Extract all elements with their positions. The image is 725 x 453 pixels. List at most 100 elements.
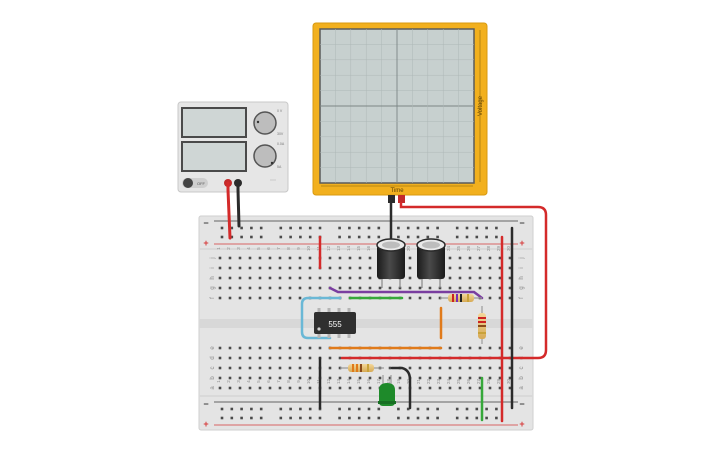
rail-hole[interactable] (367, 416, 371, 420)
rail-hole[interactable] (299, 235, 302, 239)
breadboard-hole[interactable] (338, 376, 342, 380)
breadboard-hole[interactable] (288, 366, 292, 370)
scope-probe-positive[interactable] (398, 195, 405, 203)
led-icon[interactable] (378, 375, 396, 406)
breadboard-hole[interactable] (338, 256, 342, 260)
breadboard-hole[interactable] (328, 266, 332, 270)
breadboard-hole[interactable] (478, 256, 482, 260)
breadboard-hole[interactable] (258, 356, 262, 360)
breadboard-hole[interactable] (338, 356, 342, 360)
rail-hole[interactable] (455, 235, 459, 239)
breadboard-hole[interactable] (308, 366, 312, 370)
rail-hole[interactable] (475, 235, 479, 239)
breadboard-hole[interactable] (418, 296, 422, 300)
breadboard-hole[interactable] (358, 376, 362, 380)
breadboard-hole[interactable] (218, 266, 222, 270)
rail-hole[interactable] (495, 407, 498, 411)
breadboard-hole[interactable] (218, 296, 222, 300)
breadboard-hole[interactable] (468, 286, 472, 290)
rail-hole[interactable] (416, 235, 420, 239)
breadboard-hole[interactable] (498, 376, 502, 380)
breadboard-hole[interactable] (368, 376, 372, 380)
breadboard-hole[interactable] (238, 266, 242, 270)
breadboard-hole[interactable] (378, 376, 382, 380)
breadboard-hole[interactable] (288, 386, 292, 390)
breadboard-hole[interactable] (318, 346, 322, 350)
breadboard-hole[interactable] (268, 266, 272, 270)
breadboard-hole[interactable] (448, 376, 452, 380)
breadboard-hole[interactable] (248, 356, 252, 360)
breadboard-hole[interactable] (248, 346, 252, 350)
breadboard-hole[interactable] (348, 376, 352, 380)
rail-hole[interactable] (259, 416, 263, 420)
rail-hole[interactable] (406, 235, 410, 239)
rail-hole[interactable] (348, 226, 351, 230)
rail-hole[interactable] (250, 226, 253, 230)
rail-hole[interactable] (240, 407, 243, 411)
rail-hole[interactable] (465, 235, 469, 239)
breadboard-hole[interactable] (418, 366, 422, 370)
breadboard-hole[interactable] (228, 356, 232, 360)
breadboard-hole[interactable] (458, 276, 462, 280)
breadboard-hole[interactable] (228, 386, 232, 390)
supply-positive-wire[interactable] (226, 181, 232, 240)
rail-hole[interactable] (475, 226, 479, 230)
breadboard-hole[interactable] (448, 266, 452, 270)
breadboard-hole[interactable] (218, 346, 222, 350)
breadboard-hole[interactable] (498, 276, 502, 280)
breadboard-hole[interactable] (398, 386, 402, 390)
power-switch-thumb[interactable] (183, 178, 193, 188)
power-supply[interactable]: 0 V 30V 0.0A 5A OFF (177, 101, 289, 193)
rail-hole[interactable] (338, 226, 341, 230)
breadboard-hole[interactable] (248, 266, 252, 270)
breadboard-hole[interactable] (258, 286, 262, 290)
supply-negative-wire[interactable] (236, 181, 241, 228)
current-knob-icon[interactable] (253, 144, 277, 168)
breadboard-hole[interactable] (508, 296, 512, 300)
breadboard-hole[interactable] (218, 286, 222, 290)
breadboard-hole[interactable] (508, 286, 512, 290)
rail-hole[interactable] (455, 407, 459, 411)
breadboard-hole[interactable] (238, 386, 242, 390)
breadboard-hole[interactable] (408, 296, 412, 300)
breadboard-hole[interactable] (288, 346, 292, 350)
breadboard-hole[interactable] (448, 256, 452, 260)
breadboard-hole[interactable] (288, 276, 292, 280)
rail-hole[interactable] (465, 226, 469, 230)
rail-hole[interactable] (299, 407, 302, 411)
trigger-threshold-wire[interactable] (300, 296, 342, 340)
rail-hole[interactable] (299, 416, 302, 420)
rail-hole[interactable] (279, 416, 283, 420)
breadboard-hole[interactable] (358, 286, 362, 290)
breadboard-hole[interactable] (408, 286, 412, 290)
breadboard-hole[interactable] (368, 256, 372, 260)
rail-hole[interactable] (250, 416, 253, 420)
breadboard-hole[interactable] (288, 286, 292, 290)
breadboard-hole[interactable] (328, 356, 332, 360)
breadboard-hole[interactable] (478, 376, 482, 380)
breadboard-hole[interactable] (278, 376, 282, 380)
rail-hole[interactable] (436, 416, 439, 420)
breadboard-hole[interactable] (478, 366, 482, 370)
rail-hole[interactable] (230, 407, 234, 411)
breadboard-hole[interactable] (238, 376, 242, 380)
breadboard-hole[interactable] (428, 386, 432, 390)
breadboard-hole[interactable] (368, 286, 372, 290)
breadboard-hole[interactable] (248, 376, 252, 380)
rail-hole[interactable] (495, 416, 498, 420)
breadboard-hole[interactable] (268, 356, 272, 360)
breadboard-hole[interactable] (308, 376, 312, 380)
wires[interactable] (226, 181, 548, 423)
rail-hole[interactable] (465, 407, 469, 411)
rail-hole[interactable] (308, 407, 312, 411)
breadboard-hole[interactable] (438, 386, 442, 390)
rail-hole[interactable] (426, 235, 430, 239)
breadboard-hole[interactable] (338, 286, 342, 290)
rail-hole[interactable] (416, 416, 420, 420)
breadboard-hole[interactable] (498, 256, 502, 260)
breadboard-hole[interactable] (258, 256, 262, 260)
breadboard-hole[interactable] (248, 276, 252, 280)
breadboard-hole[interactable] (468, 276, 472, 280)
breadboard-hole[interactable] (318, 276, 322, 280)
